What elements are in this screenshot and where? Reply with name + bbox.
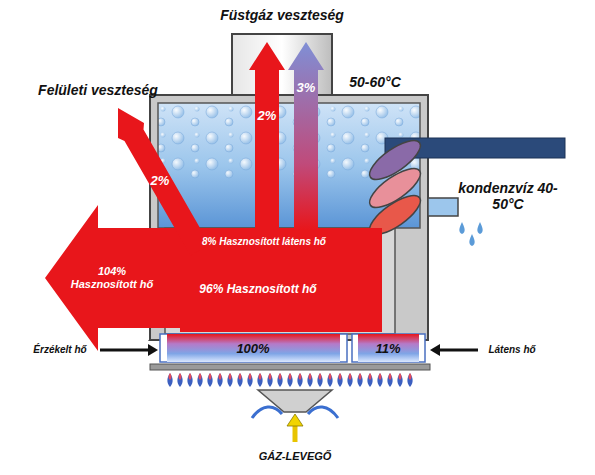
useful-heat-label: 104% Hasznosított hő (67, 265, 157, 290)
percent-label: 3% (297, 81, 316, 96)
input-label: GÁZ-LEVEGŐ (259, 450, 332, 463)
condensate-label: kondenzvíz 40-50°C (458, 180, 558, 212)
pointer-label: Érzékelt hő (33, 344, 86, 356)
title-label: Füstgáz veszteség (220, 7, 344, 23)
percent-label: 100% (236, 342, 269, 357)
latent-heat-label: 8% Hasznosított látens hő (202, 236, 326, 248)
temperature-label: 50-60°C (349, 74, 401, 90)
loss-label: Felületi veszteség (38, 82, 158, 98)
percent-label: 11% (375, 342, 400, 357)
percent-label: 2% (258, 109, 277, 124)
useful-heat-label: 96% Hasznosított hő (199, 283, 316, 297)
pointer-label: Látens hő (488, 344, 535, 356)
percent-label: 2% (151, 174, 170, 189)
